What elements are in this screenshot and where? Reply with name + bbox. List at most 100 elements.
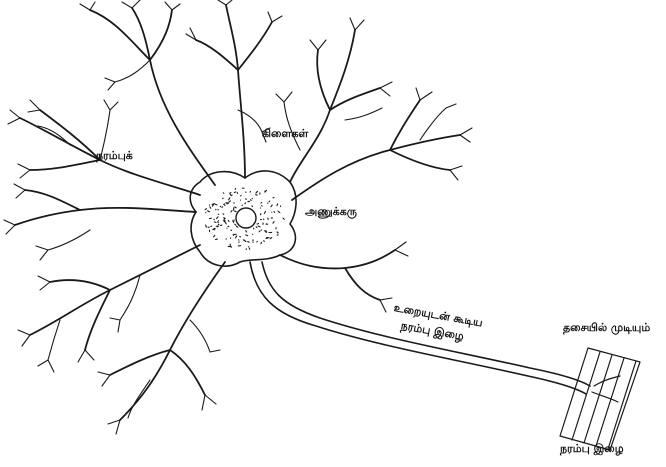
granule bbox=[260, 213, 262, 216]
granule bbox=[209, 204, 211, 206]
granule bbox=[260, 207, 262, 209]
label-nucleus: அணுக்கரு bbox=[305, 206, 357, 217]
granule bbox=[222, 213, 224, 215]
granule bbox=[230, 229, 232, 231]
granule bbox=[233, 202, 235, 203]
granule bbox=[217, 209, 219, 210]
granule bbox=[282, 217, 285, 220]
granule bbox=[245, 191, 247, 193]
granule bbox=[247, 241, 250, 243]
granule bbox=[251, 205, 253, 207]
granule bbox=[277, 210, 281, 213]
granule bbox=[205, 224, 207, 228]
granule bbox=[220, 224, 223, 226]
granule bbox=[209, 217, 213, 219]
granule bbox=[262, 222, 263, 225]
granule bbox=[249, 191, 251, 193]
granule bbox=[267, 202, 269, 204]
granule bbox=[222, 197, 224, 199]
label-nerve-fibre-end: நரம்பு இழை bbox=[560, 443, 624, 454]
granule bbox=[221, 206, 223, 208]
granule bbox=[227, 226, 229, 227]
granule bbox=[272, 221, 275, 224]
granule bbox=[232, 220, 234, 222]
granule bbox=[220, 206, 222, 208]
granule bbox=[242, 188, 245, 189]
granule bbox=[252, 239, 254, 240]
granule bbox=[235, 235, 238, 239]
granule bbox=[225, 238, 226, 240]
granule bbox=[251, 198, 253, 200]
granule bbox=[271, 211, 273, 213]
granule bbox=[255, 194, 258, 196]
granule bbox=[207, 210, 211, 213]
granule bbox=[255, 226, 257, 229]
granule bbox=[256, 223, 258, 225]
granule bbox=[235, 225, 238, 228]
granule bbox=[205, 212, 207, 214]
cytoplasm-granules bbox=[204, 188, 285, 251]
granule bbox=[245, 198, 247, 200]
granule bbox=[264, 190, 265, 192]
granule bbox=[245, 230, 248, 233]
granule bbox=[276, 234, 279, 236]
granule bbox=[263, 211, 266, 215]
granule bbox=[269, 237, 272, 240]
granule bbox=[215, 238, 219, 240]
granule bbox=[207, 226, 210, 228]
granule bbox=[271, 217, 273, 218]
granule bbox=[245, 248, 247, 250]
granule bbox=[272, 197, 274, 199]
granule bbox=[244, 202, 246, 204]
granule bbox=[275, 227, 277, 230]
granule bbox=[217, 213, 219, 215]
granule bbox=[213, 218, 215, 220]
granule bbox=[270, 204, 273, 207]
granule bbox=[248, 246, 250, 247]
granule bbox=[238, 239, 240, 241]
granule bbox=[239, 236, 241, 238]
granule bbox=[258, 230, 261, 233]
granule bbox=[268, 232, 272, 233]
granule bbox=[249, 248, 251, 250]
granule bbox=[233, 207, 235, 211]
granule bbox=[210, 225, 212, 227]
granule bbox=[263, 240, 265, 243]
granule bbox=[256, 241, 258, 243]
granule bbox=[241, 204, 243, 206]
granule bbox=[234, 223, 237, 226]
granule bbox=[261, 229, 263, 231]
granule bbox=[238, 245, 242, 247]
granule bbox=[228, 200, 231, 203]
granule bbox=[230, 210, 233, 213]
granule bbox=[258, 223, 260, 225]
granule bbox=[260, 202, 262, 204]
granule bbox=[214, 221, 217, 223]
granule bbox=[267, 217, 269, 220]
label-branches: கிளைகள் bbox=[262, 128, 308, 139]
granule bbox=[236, 192, 238, 194]
cell-body-outline bbox=[190, 171, 296, 266]
granule bbox=[252, 241, 254, 243]
granule bbox=[252, 234, 254, 236]
granule bbox=[260, 219, 262, 220]
granule bbox=[209, 206, 212, 209]
granule bbox=[268, 200, 270, 202]
granule bbox=[259, 192, 260, 195]
label-nerve-cell: நரம்புக் bbox=[96, 150, 133, 161]
granule bbox=[226, 228, 227, 229]
granule bbox=[240, 199, 241, 200]
muscle-fibre-block bbox=[560, 348, 640, 450]
granule bbox=[230, 237, 232, 239]
granule bbox=[263, 218, 265, 220]
granule bbox=[218, 220, 220, 222]
granule bbox=[234, 206, 237, 209]
granule bbox=[218, 223, 220, 225]
granule bbox=[222, 192, 224, 194]
label-muscle-ending: தசையில் முடியும் bbox=[563, 322, 650, 333]
granule bbox=[238, 241, 240, 243]
granule bbox=[228, 246, 232, 247]
granule bbox=[213, 234, 216, 237]
granule bbox=[255, 190, 258, 193]
